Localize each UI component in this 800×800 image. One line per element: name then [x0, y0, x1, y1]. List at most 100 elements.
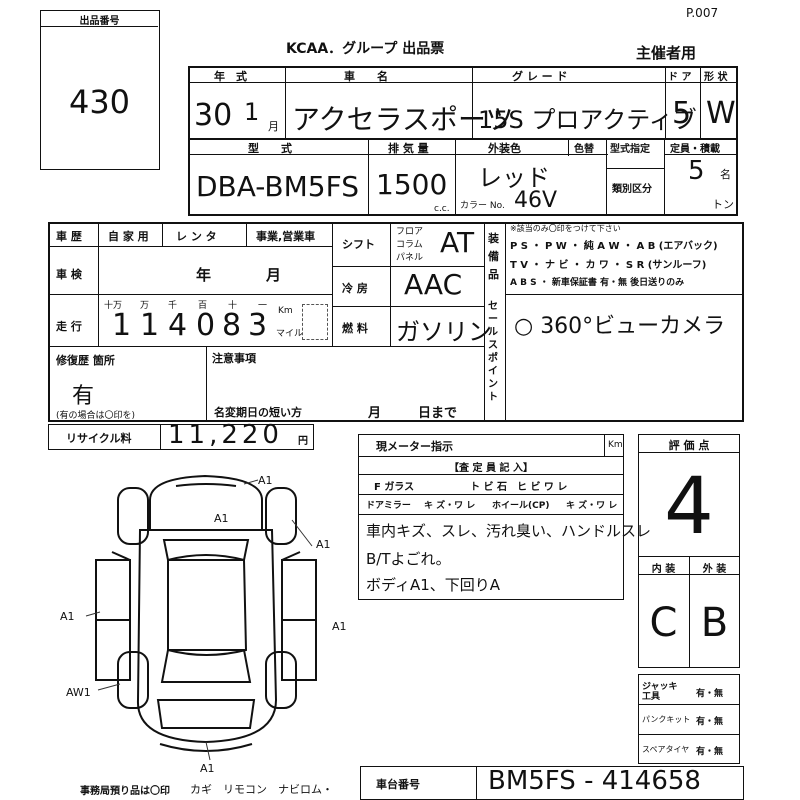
organizer-label: 主催者用 — [636, 44, 697, 62]
lot-number-label: 出品番号 — [79, 16, 120, 27]
ton-unit: トン — [712, 198, 734, 211]
car-name-value: アクセラスポーツ — [292, 103, 514, 136]
wheel-options: キ ズ・ワ レ — [566, 501, 618, 511]
door-value: 5 — [672, 96, 692, 131]
inspector-remark-2: B/Tよごれ。 — [366, 550, 451, 568]
shift-option-panel: パネル — [396, 253, 424, 263]
spare-tire-value: 有・無 — [696, 747, 724, 757]
equipment-line-1: P S ・ P W ・ 純 A W ・ A B (エアバック) — [510, 241, 718, 252]
score-value: 4 — [664, 462, 714, 552]
history-label: 車 歴 — [56, 230, 82, 243]
lot-number-box: 出品番号 430 — [40, 10, 160, 170]
recycle-fee-label: リサイクル料 — [66, 432, 132, 445]
shift-option-column: コラム — [396, 240, 423, 250]
vehicle-info-table — [188, 66, 738, 216]
notes-label: 注意事項 — [212, 352, 256, 365]
inspector-header: 【査 定 員 記 入】 — [449, 463, 533, 474]
repair-history-label: 修復歴 箇所 — [56, 354, 115, 367]
name-change-month: 月 — [368, 406, 382, 421]
shift-option-floor: フロア — [396, 227, 424, 237]
equipment-label: 装備品 — [488, 232, 499, 281]
mileage-digit: 1 — [112, 308, 132, 343]
rental-option: レ ン タ — [176, 230, 217, 243]
office-items: カギ リモコン ナビロム・ — [190, 783, 333, 796]
interior-label: 内 装 — [651, 564, 676, 575]
inspection-year-unit: 年 — [196, 266, 212, 284]
mileage-extra-box — [302, 304, 328, 340]
exterior-label: 外 装 — [702, 564, 727, 575]
lot-number-value: 430 — [68, 83, 131, 121]
damage-mark: AW1 — [66, 686, 91, 699]
recycle-fee-box — [48, 424, 314, 450]
color-code-value: 46V — [514, 188, 558, 213]
door-label: ド ア — [668, 72, 692, 83]
mileage-digit: 8 — [222, 308, 242, 343]
damage-mark: A1 — [258, 474, 273, 487]
exterior-color-label: 外装色 — [488, 142, 521, 155]
exterior-color-value: レッド — [478, 164, 550, 192]
displacement-value: 1500 — [376, 168, 448, 201]
displacement-label: 排 気 量 — [388, 142, 429, 155]
mileage-digit: 4 — [168, 308, 188, 343]
class-label: 類別区分 — [612, 184, 652, 195]
exterior-grade: B — [700, 600, 729, 646]
fuel-label: 燃 料 — [342, 322, 368, 335]
mile-option: マイル — [276, 329, 304, 339]
year-month-value: 1 — [244, 98, 260, 126]
damage-mark: A1 — [200, 762, 215, 775]
jack-value: 有・無 — [696, 689, 724, 699]
sales-point-label: セールスポイント — [488, 301, 498, 403]
door-mirror-options: キ ズ・ワ レ — [424, 501, 476, 511]
color-code-label: カラー No. — [460, 201, 505, 211]
capacity-label: 定員・積載 — [670, 144, 720, 155]
year-value: 30 — [194, 98, 233, 133]
recycle-fee-unit: 円 — [298, 436, 308, 447]
mileage-label: 走 行 — [56, 320, 82, 333]
equipment-line-3: A B S ・ 新車保証書 有・無 後日送りのみ — [510, 278, 685, 288]
inspection-label: 車 検 — [56, 268, 82, 281]
km-option: Km — [278, 306, 293, 316]
capacity-value: 5 — [688, 156, 705, 186]
jack-label: ジャッキ 工具 — [642, 682, 678, 702]
equipment-line-2: T V ・ ナ ビ ・ カ ワ ・ S R (サンルーフ) — [510, 260, 707, 271]
repair-history-note: (有の場合は〇印を) — [56, 411, 136, 421]
grade-label: グ レ ー ド — [512, 70, 568, 83]
chassis-number-value: BM5FS - 414658 — [488, 766, 701, 796]
mileage-digit: 3 — [248, 308, 268, 343]
puncture-kit-label: パンクキット — [642, 715, 691, 724]
color-change-label: 色替 — [574, 144, 594, 155]
ac-value: AAC — [404, 268, 463, 301]
meter-km-label: Km — [608, 440, 623, 450]
private-use-option: 自 家 用 — [108, 230, 149, 243]
model-label: 型 式 — [248, 142, 292, 155]
shape-label: 形 状 — [704, 72, 728, 83]
repair-history-value: 有 — [72, 384, 95, 409]
inspector-remark-3: ボディA1、下回りA — [366, 576, 501, 594]
shape-value: W — [706, 96, 736, 131]
inspection-month-unit: 月 — [266, 266, 282, 284]
shift-label: シフト — [342, 238, 375, 251]
recycle-fee-value: 11,220 — [168, 420, 283, 450]
page-number: P.007 — [686, 6, 719, 20]
fuel-value: ガソリン — [396, 318, 492, 346]
grade-value: 15S プロアクティブ — [478, 106, 697, 134]
puncture-kit-value: 有・無 — [696, 717, 724, 727]
spare-tire-label: スペアタイヤ — [642, 745, 690, 754]
history-table — [48, 222, 744, 422]
damage-mark: A1 — [332, 620, 347, 633]
equipment-note: ※該当のみ〇印をつけて下さい — [510, 224, 621, 233]
year-label: 年 式 — [214, 70, 247, 83]
office-items-label: 事務局預り品は〇印 — [80, 786, 170, 797]
damage-mark: A1 — [60, 610, 75, 623]
name-change-day: 日まで — [418, 406, 458, 421]
form-title: KCAA．グループ 出品票 — [286, 41, 445, 57]
damage-mark: A1 — [316, 538, 331, 551]
model-spec-label: 型式指定 — [610, 144, 650, 155]
score-label: 評 価 点 — [668, 439, 710, 452]
model-value: DBA-BM5FS — [196, 170, 359, 203]
displacement-unit: c.c. — [434, 204, 450, 214]
shift-value: AT — [440, 226, 475, 259]
meter-label: 現メーター指示 — [376, 440, 453, 453]
ac-label: 冷 房 — [342, 282, 368, 295]
name-change-label: 名変期日の短い方 — [214, 406, 302, 419]
